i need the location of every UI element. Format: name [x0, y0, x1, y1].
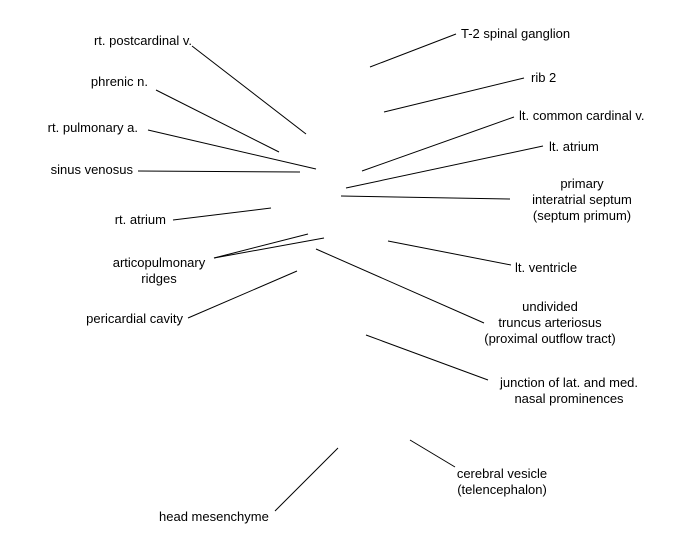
label-lt-common-cardinal-v: lt. common cardinal v. [519, 108, 645, 123]
label-rt-pulmonary-a: rt. pulmonary a. [47, 120, 138, 135]
label-undivided-truncus-arteriosus: undivided truncus arteriosus (proximal o… [484, 299, 616, 346]
label-cerebral-vesicle: cerebral vesicle (telencephalon) [456, 466, 548, 497]
leader-articopulmonary-ridges-1 [213, 233, 309, 259]
leader-phrenic-n [155, 89, 280, 153]
leader-rt-pulmonary-a [147, 129, 317, 170]
leader-junction-nasal-prominences [365, 334, 489, 381]
label-lt-ventricle: lt. ventricle [515, 260, 578, 275]
label-sinus-venosus: sinus venosus [50, 162, 133, 177]
leader-pericardial-cavity [187, 270, 298, 319]
label-head-mesenchyme: head mesenchyme [159, 509, 269, 524]
label-articopulmonary-ridges: articopulmonary ridges [112, 255, 206, 286]
leader-undivided-truncus-arteriosus [315, 248, 485, 324]
leader-sinus-venosus [137, 170, 301, 173]
leader-rt-atrium [172, 207, 272, 221]
label-rt-postcardinal-v: rt. postcardinal v. [93, 33, 192, 48]
label-junction-nasal-prominences: junction of lat. and med. nasal prominen… [499, 375, 639, 406]
leader-primary-interatrial-septum [340, 195, 511, 200]
label-phrenic-n: phrenic n. [90, 74, 148, 89]
label-t2-spinal-ganglion: T-2 spinal ganglion [461, 26, 571, 41]
label-rib-2: rib 2 [531, 70, 557, 85]
label-rt-atrium: rt. atrium [114, 212, 166, 227]
leader-head-mesenchyme [274, 447, 339, 512]
leader-t2-spinal-ganglion [369, 33, 457, 68]
label-pericardial-cavity: pericardial cavity [86, 311, 183, 326]
leader-articopulmonary-ridges-2 [213, 237, 325, 259]
leader-rib-2 [383, 77, 525, 113]
label-lt-atrium: lt. atrium [549, 139, 599, 154]
leader-cerebral-vesicle [409, 439, 456, 468]
leader-rt-postcardinal-v [191, 45, 307, 135]
leader-lt-atrium [345, 145, 544, 189]
leader-lt-ventricle [387, 240, 512, 266]
leader-lt-common-cardinal-v [361, 116, 515, 172]
label-primary-interatrial-septum: primary interatrial septum (septum primu… [532, 176, 632, 223]
